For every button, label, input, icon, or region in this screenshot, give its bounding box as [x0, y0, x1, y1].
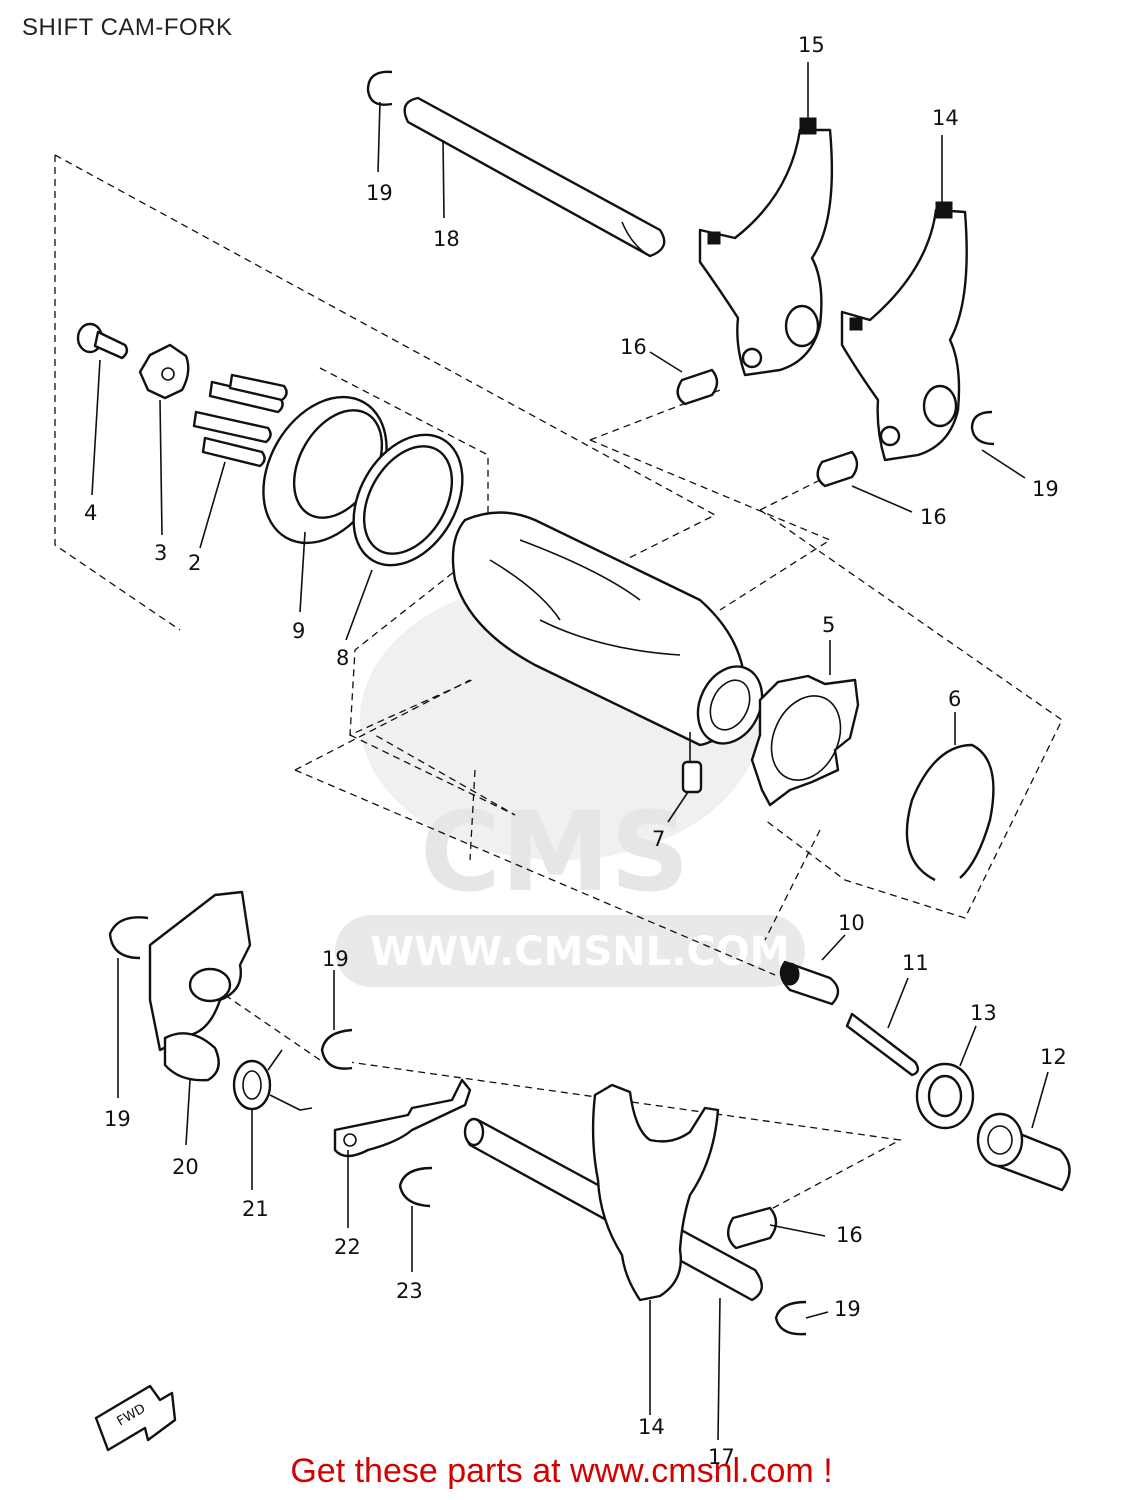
part-label-16-middle: 16	[920, 505, 947, 529]
part-14-shift-fork	[840, 201, 968, 462]
fwd-arrow-icon: FWD	[94, 1384, 177, 1452]
leader-lines	[91, 62, 1049, 1441]
part-label-7: 7	[652, 827, 665, 851]
part-2-pins	[192, 373, 288, 468]
part-label-17: 17	[708, 1445, 735, 1469]
part-7-dowel-pin	[681, 760, 703, 794]
part-label-2: 2	[188, 551, 201, 575]
part-label-6: 6	[948, 687, 961, 711]
part-label-9: 9	[292, 619, 305, 643]
part-label-12: 12	[1040, 1045, 1067, 1069]
part-label-13: 13	[970, 1001, 997, 1025]
part-label-14-upper: 14	[932, 106, 959, 130]
part-4-screw	[76, 322, 129, 360]
part-label-3: 3	[154, 541, 167, 565]
part-label-8: 8	[336, 646, 349, 670]
part-label-5: 5	[822, 613, 835, 637]
part-14-lower-shift-fork	[591, 1083, 720, 1302]
part-label-20: 20	[172, 1155, 199, 1179]
part-22-shift-lever	[333, 1078, 472, 1158]
part-label-16-lower: 16	[836, 1223, 863, 1247]
footer-call-to-action[interactable]: Get these parts at www.cmsnl.com !	[290, 1452, 833, 1490]
part-label-11: 11	[902, 951, 929, 975]
part-21-torsion-spring	[232, 1049, 313, 1111]
part-label-4: 4	[84, 501, 97, 525]
assembly-guide-lines	[54, 154, 1063, 1216]
part-label-19-top: 19	[366, 181, 393, 205]
shift-cam-drum	[451, 511, 764, 747]
part-label-18: 18	[433, 227, 460, 251]
part-11-spring	[845, 1012, 920, 1077]
part-12-bolt	[976, 1112, 1071, 1192]
part-label-14-lower: 14	[638, 1415, 665, 1439]
part-8-washer	[352, 433, 464, 567]
part-label-23: 23	[396, 1279, 423, 1303]
part-19-circlip	[108, 70, 995, 1336]
part-18-fork-shaft	[403, 96, 666, 258]
page-title: SHIFT CAM-FORK	[22, 14, 233, 41]
part-20-shift-arm	[148, 890, 252, 1082]
part-label-19-right: 19	[1032, 477, 1059, 501]
part-label-19-mid: 19	[322, 947, 349, 971]
part-label-15: 15	[798, 33, 825, 57]
part-label-22: 22	[334, 1235, 361, 1259]
part-label-16-upper: 16	[620, 335, 647, 359]
part-13-washer	[915, 1062, 975, 1130]
watermark-brand: CMS	[420, 788, 689, 916]
part-label-10: 10	[838, 911, 865, 935]
part-label-19-lower: 19	[834, 1297, 861, 1321]
part-5-segment	[750, 674, 860, 807]
part-3-stopper-plate	[138, 343, 190, 400]
part-10-detent-plunger	[779, 960, 840, 1006]
part-15-shift-fork	[698, 117, 834, 377]
part-label-21: 21	[242, 1197, 269, 1221]
part-label-19-left: 19	[104, 1107, 131, 1131]
part-6-circlip	[905, 743, 995, 882]
part-labels: 4 3 2 9 8 5 6 7 10 11 13 12 15 14 19 18 …	[84, 33, 1067, 1469]
watermark-url: WWW.CMSNL.COM	[370, 929, 790, 975]
part-16-guide-pin	[676, 368, 859, 1250]
